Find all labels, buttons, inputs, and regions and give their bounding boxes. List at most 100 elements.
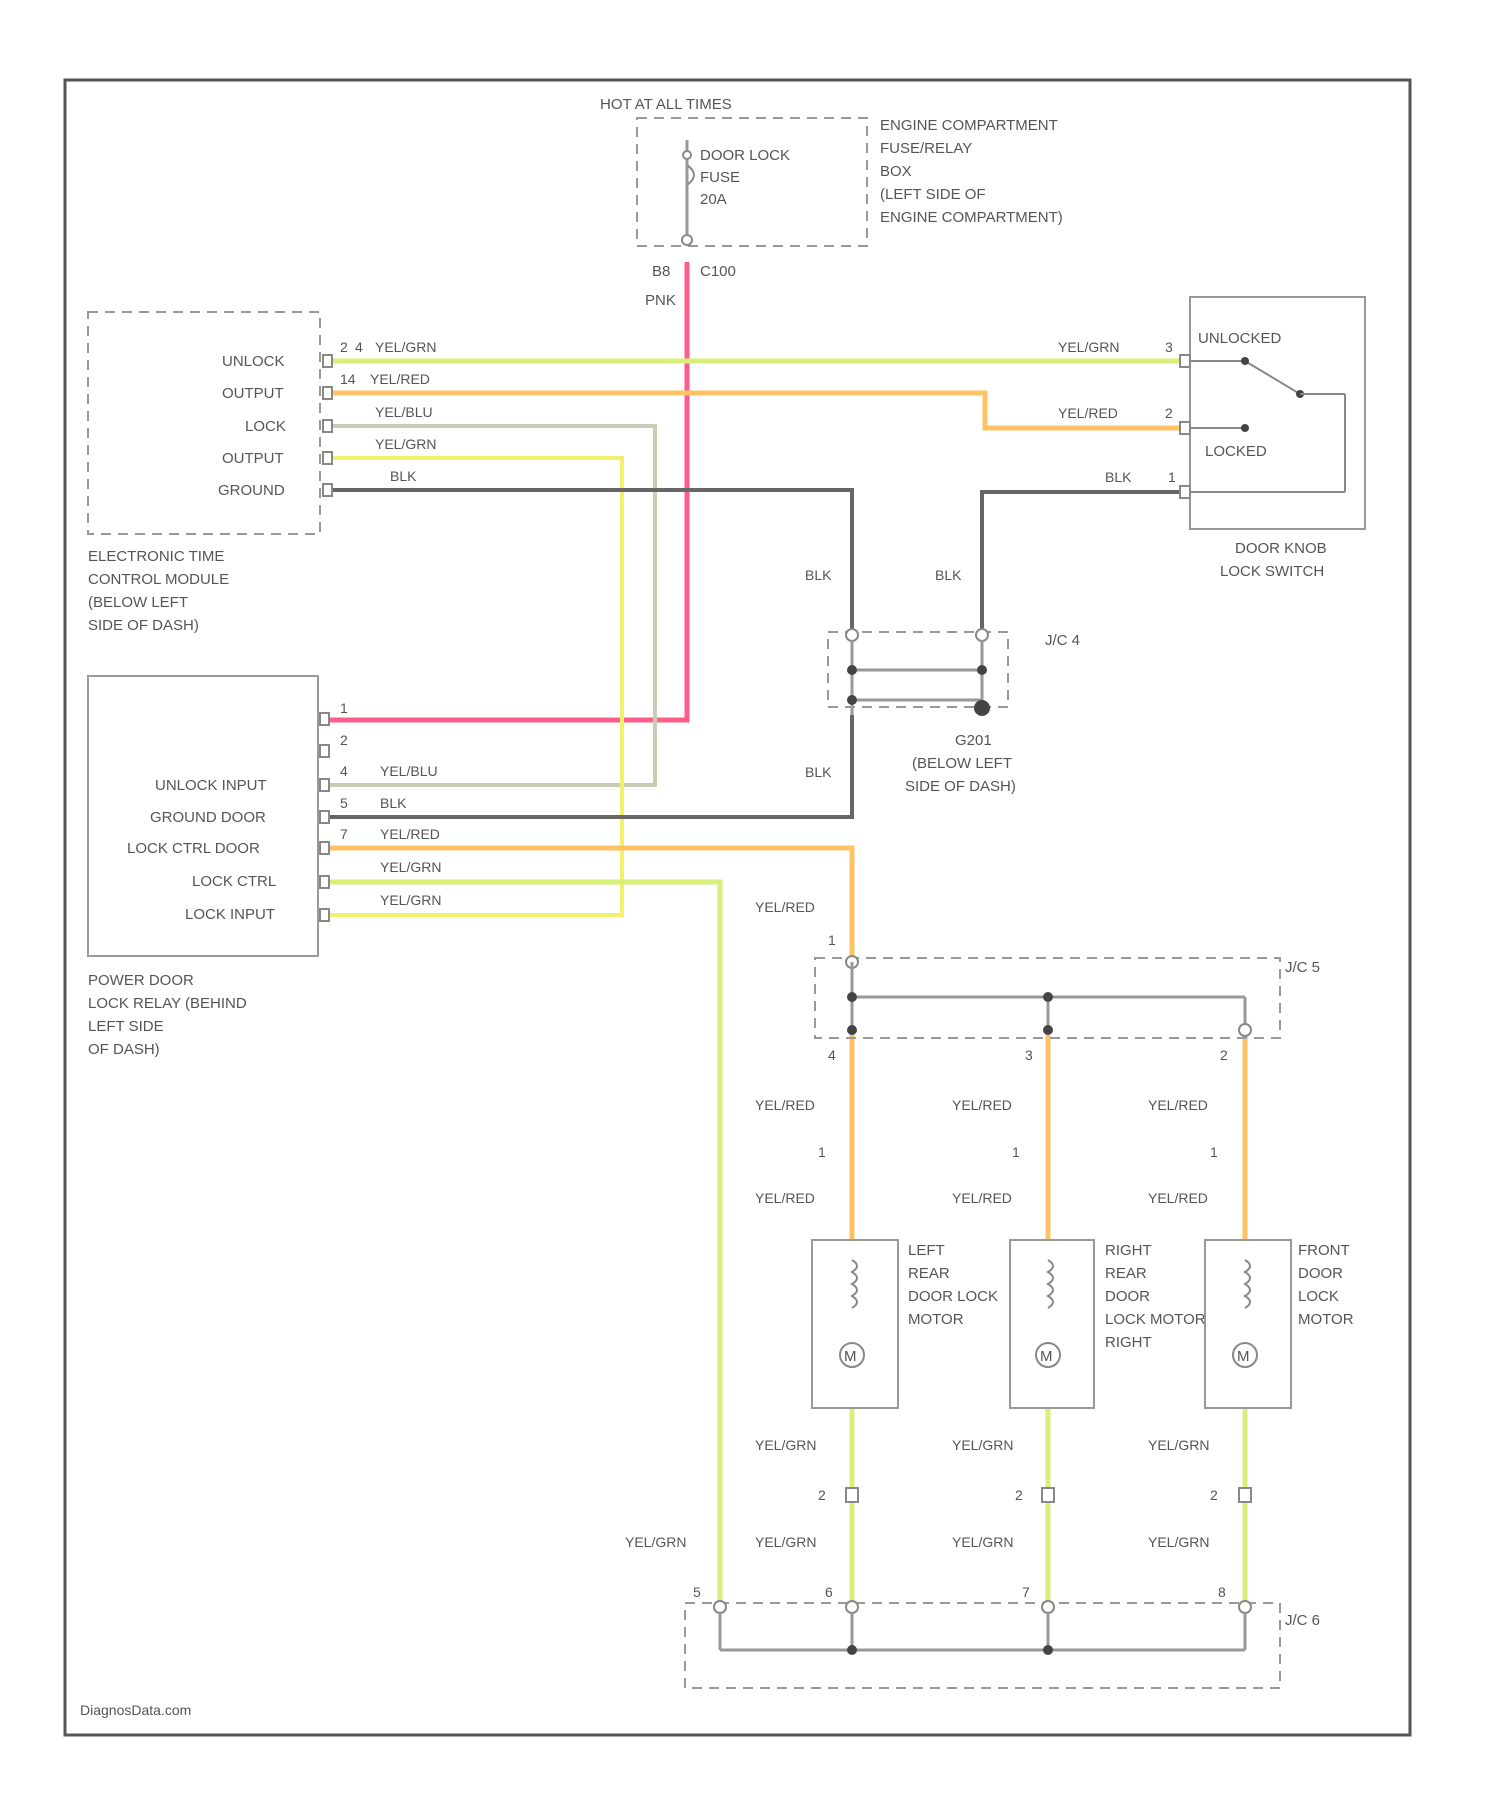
motor2-caption-1: RIGHT [1105, 1242, 1152, 1259]
etcm-pin-label-lock: LOCK [245, 418, 286, 435]
jc6-pin-8: 8 [1218, 1584, 1226, 1600]
switch-wire-color-1: YEL/GRN [1058, 339, 1119, 355]
motor2-caption-5: RIGHT [1105, 1334, 1152, 1351]
relay-pin-1: 1 [340, 700, 348, 716]
motor1-lower-color: YEL/RED [755, 1190, 815, 1206]
motor3-caption-4: MOTOR [1298, 1311, 1354, 1328]
motor1-after-color: YEL/GRN [755, 1534, 816, 1550]
relay-caption-3: LEFT SIDE [88, 1018, 164, 1035]
motor1-bottom-color: YEL/GRN [755, 1437, 816, 1453]
motor3-mid-pin: 1 [1210, 1144, 1218, 1160]
etcm-pin-label-output1: OUTPUT [222, 385, 284, 402]
jc6-outline [685, 1603, 1280, 1688]
etcm-pin-2: 14 [340, 371, 356, 387]
motor1-bottom-pin: 2 [818, 1487, 826, 1503]
motor1-glyph: M [844, 1348, 857, 1365]
jc5-feed-color: YEL/RED [755, 899, 815, 915]
fuse-label-1: DOOR LOCK [700, 147, 790, 164]
jc6-feed-color: YEL/GRN [625, 1534, 686, 1550]
jc5-branch-pin-1: 4 [828, 1047, 836, 1063]
jc4-right-color: BLK [935, 567, 962, 583]
motor3-bottom-pin: 2 [1210, 1487, 1218, 1503]
motor2-bottom-pin: 2 [1015, 1487, 1023, 1503]
motor2-glyph: M [1040, 1348, 1053, 1365]
motor1-caption-2: REAR [908, 1265, 950, 1282]
fuse-box-header: HOT AT ALL TIMES [600, 96, 732, 113]
etcm-color-4: YEL/GRN [375, 436, 436, 452]
motor3-body [1205, 1240, 1291, 1408]
relay-color-lockctrl: YEL/GRN [380, 859, 441, 875]
etcm-caption-1: ELECTRONIC TIME [88, 548, 224, 565]
etcm-pin-label-unlock: UNLOCK [222, 353, 285, 370]
fuse-wire-color: PNK [645, 292, 676, 309]
motor1-caption-4: MOTOR [908, 1311, 964, 1328]
fuse-location-5: ENGINE COMPARTMENT) [880, 209, 1063, 226]
jc6-pin-6: 6 [825, 1584, 833, 1600]
fuse-location-3: BOX [880, 163, 912, 180]
relay-label-lock-ctrl: LOCK CTRL [192, 873, 276, 890]
g201-caption-2: SIDE OF DASH) [905, 778, 1016, 795]
fuse-location-4: (LEFT SIDE OF [880, 186, 986, 203]
door-knob-lock-switch: YEL/GRN 3 YEL/RED 2 BLK 1 UNLOCKED LOCKE… [1058, 297, 1365, 580]
etcm-caption-4: SIDE OF DASH) [88, 617, 199, 634]
relay-caption-1: POWER DOOR [88, 972, 194, 989]
fuse-rating: 20A [700, 191, 727, 208]
motor2-lower-color: YEL/RED [952, 1190, 1012, 1206]
jc4-id: J/C 4 [1045, 632, 1080, 649]
g201-caption-1: (BELOW LEFT [912, 755, 1012, 772]
motor1-caption-1: LEFT [908, 1242, 945, 1259]
relay-caption-4: OF DASH) [88, 1041, 160, 1058]
switch-state-unlocked: UNLOCKED [1198, 330, 1282, 347]
wire-lock-relay [330, 426, 655, 785]
switch-wire-pin-1: 3 [1165, 339, 1173, 355]
jc6-id: J/C 6 [1285, 1612, 1320, 1629]
etcm-caption-2: CONTROL MODULE [88, 571, 229, 588]
etcm-wire-1: 4 [355, 339, 363, 355]
switch-caption-1: DOOR KNOB [1235, 540, 1327, 557]
wire-lock-ctrl [330, 882, 720, 1605]
junction-jc5: YEL/RED 1 J/C 5 4 3 2 [755, 899, 1320, 1063]
relay-pin-2: 2 [340, 732, 348, 748]
relay-label-lock-ctrl-door: LOCK CTRL DOOR [127, 840, 260, 857]
relay-label-unlock-input: UNLOCK INPUT [155, 777, 267, 794]
motor1-body [812, 1240, 898, 1408]
jc5-branch-pin-3: 2 [1220, 1047, 1228, 1063]
etcm-color-5: BLK [390, 468, 417, 484]
motor3-bottom-color: YEL/GRN [1148, 1437, 1209, 1453]
motor-left-rear: YEL/RED 1 YEL/RED M LEFT REAR DOOR LOCK … [755, 1097, 998, 1550]
wire-etcm-ground [330, 490, 852, 635]
switch-wire-color-3: BLK [1105, 469, 1132, 485]
fuse-location-1: ENGINE COMPARTMENT [880, 117, 1058, 134]
etcm-caption-3: (BELOW LEFT [88, 594, 188, 611]
switch-wire-pin-2: 2 [1165, 405, 1173, 421]
etcm-color-2: YEL/RED [370, 371, 430, 387]
motor-right-rear: YEL/RED 1 YEL/RED M RIGHT REAR DOOR LOCK… [952, 1097, 1206, 1550]
junction-jc4: BLK BLK J/C 4 G201 (BELOW LEFT SIDE OF D… [805, 567, 1080, 795]
motor3-caption-1: FRONT [1298, 1242, 1350, 1259]
etcm-pin-label-output2: OUTPUT [222, 450, 284, 467]
switch-state-locked: LOCKED [1205, 443, 1267, 460]
etcm-color-3: YEL/BLU [375, 404, 433, 420]
watermark: DiagnosData.com [80, 1702, 191, 1718]
motor3-glyph: M [1237, 1348, 1250, 1365]
power-door-lock-relay: 1 2 4 YEL/BLU 5 BLK 7 YEL/RED YEL/GRN YE… [88, 676, 441, 1058]
relay-color-4: YEL/BLU [380, 763, 438, 779]
relay-color-7: YEL/RED [380, 826, 440, 842]
jc6-pin-7: 7 [1022, 1584, 1030, 1600]
jc6-pin-5: 5 [693, 1584, 701, 1600]
jc4-bottom-color: BLK [805, 764, 832, 780]
etcm-color-1: YEL/GRN [375, 339, 436, 355]
fuse-connector-id: C100 [700, 263, 736, 280]
wire-switch-ground [982, 492, 1185, 635]
relay-color-5: BLK [380, 795, 407, 811]
relay-pin-4: 4 [340, 763, 348, 779]
relay-label-ground-door: GROUND DOOR [150, 809, 266, 826]
motor2-caption-2: REAR [1105, 1265, 1147, 1282]
motor1-upper-color: YEL/RED [755, 1097, 815, 1113]
motor3-after-color: YEL/GRN [1148, 1534, 1209, 1550]
relay-color-lockinput: YEL/GRN [380, 892, 441, 908]
motor1-mid-pin: 1 [818, 1144, 826, 1160]
jc5-branch-pin-2: 3 [1025, 1047, 1033, 1063]
switch-wire-pin-3: 1 [1168, 469, 1176, 485]
